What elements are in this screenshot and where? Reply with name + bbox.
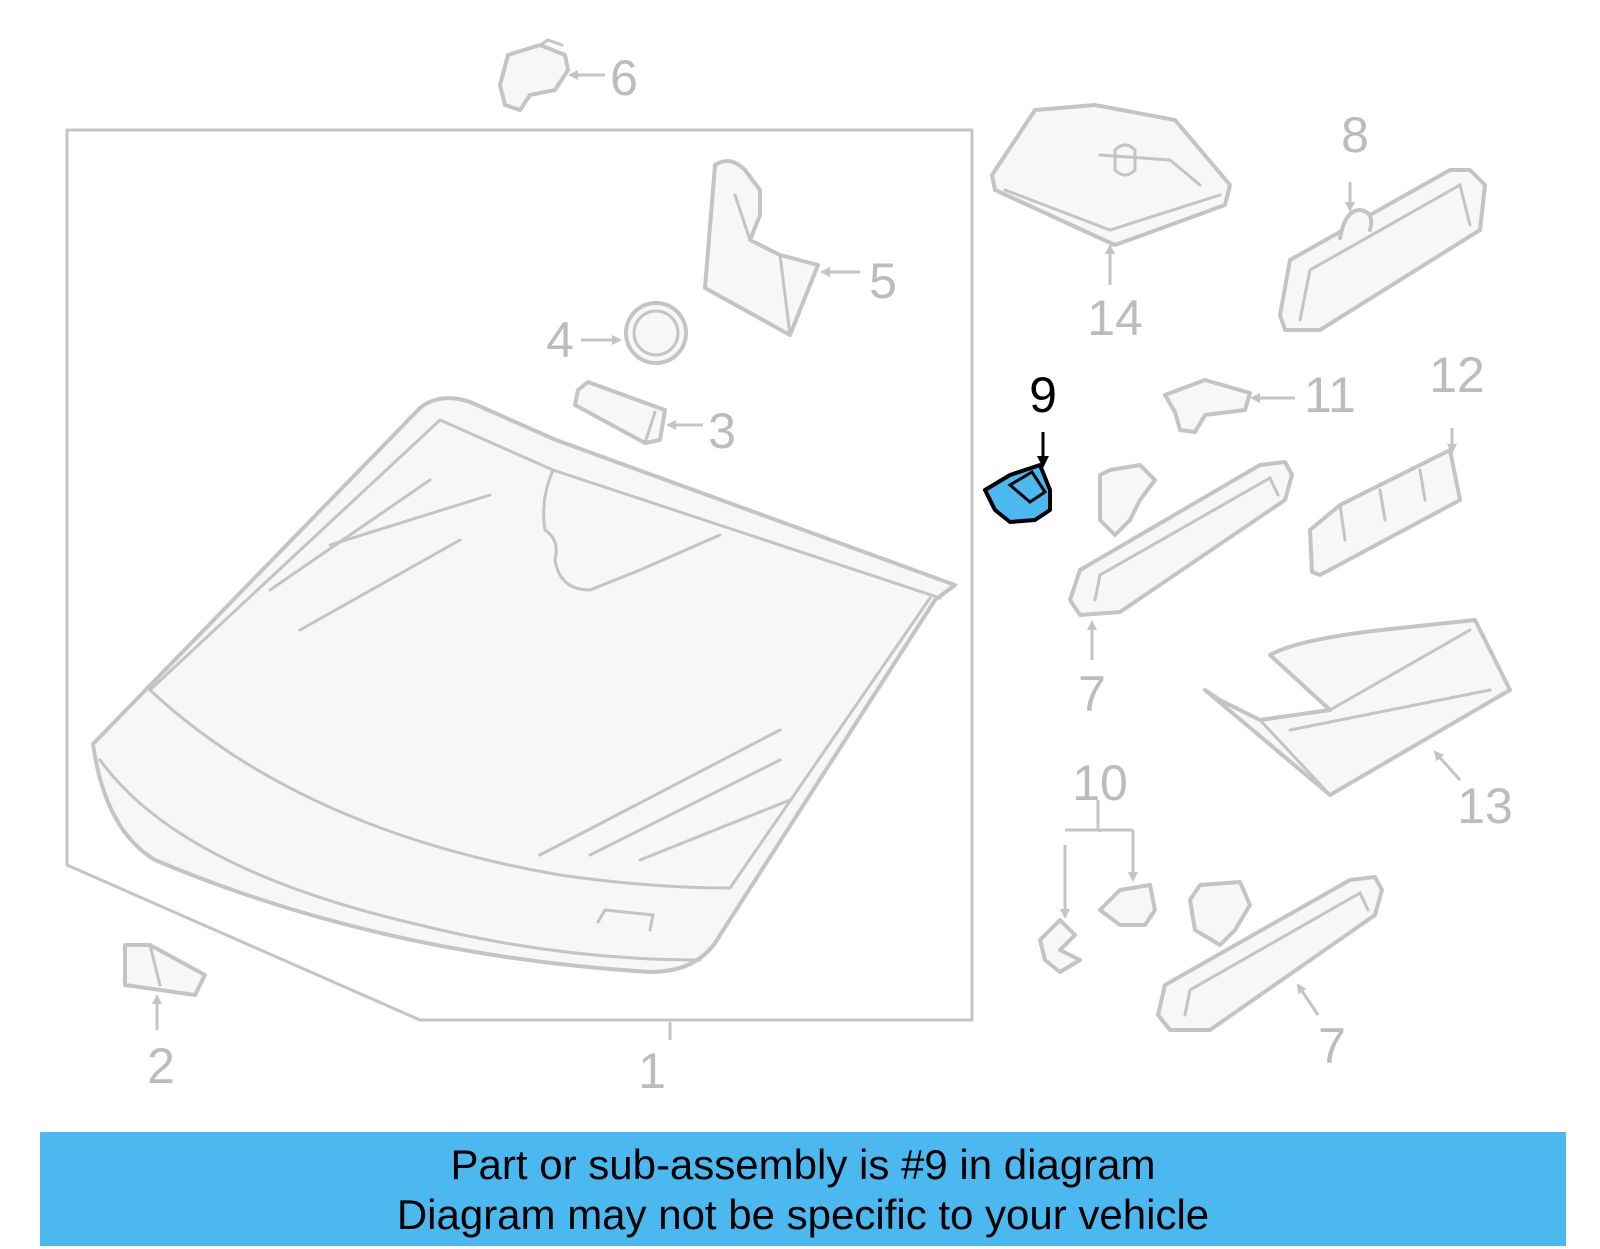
part-3-sensor-cover	[573, 380, 667, 445]
callout-14: 14	[1087, 290, 1143, 346]
part-9-cover-highlighted	[983, 463, 1052, 524]
part-8-mirror	[1278, 168, 1487, 332]
windshield-part-1	[91, 396, 957, 974]
part-7-mirror-lower	[1156, 875, 1384, 1032]
part-12-trim	[1308, 448, 1462, 577]
part-5-harness	[703, 159, 820, 337]
callout-3: 3	[708, 403, 736, 459]
part-2-bracket	[123, 943, 207, 997]
callout-7-lower: 7	[1318, 1018, 1346, 1074]
callout-10: 10	[1072, 755, 1128, 811]
part-6-sensor	[498, 38, 570, 112]
callout-9: 9	[1029, 367, 1057, 423]
callout-2: 2	[147, 1038, 175, 1094]
banner-line-2: Diagram may not be specific to your vehi…	[396, 1191, 1210, 1238]
part-13-shelf	[1203, 618, 1512, 797]
callout-5: 5	[869, 253, 897, 309]
callout-8: 8	[1341, 107, 1369, 163]
callout-4: 4	[546, 312, 574, 368]
callout-11: 11	[1304, 367, 1356, 423]
part-4-ring	[624, 301, 688, 365]
windshield-group-outline	[65, 128, 974, 1022]
part-14-console	[990, 103, 1232, 247]
banner-line-1: Part or sub-assembly is #9 in diagram	[450, 1141, 1156, 1188]
callout-13: 13	[1457, 778, 1513, 834]
part-7-mirror-upper	[1068, 460, 1294, 617]
callout-12: 12	[1429, 347, 1485, 403]
part-10-clips	[1038, 883, 1157, 974]
parts-diagram: 1 2 3 4 5 6 7 7 7 8 9 10 11 12 13 14	[65, 38, 1513, 1099]
callout-1: 1	[638, 1043, 666, 1099]
info-banner: Part or sub-assembly is #9 in diagram Di…	[40, 1132, 1566, 1246]
callout-7-upper: 7	[1078, 666, 1106, 722]
callout-6: 6	[610, 50, 638, 106]
part-11-clip	[1163, 378, 1252, 434]
